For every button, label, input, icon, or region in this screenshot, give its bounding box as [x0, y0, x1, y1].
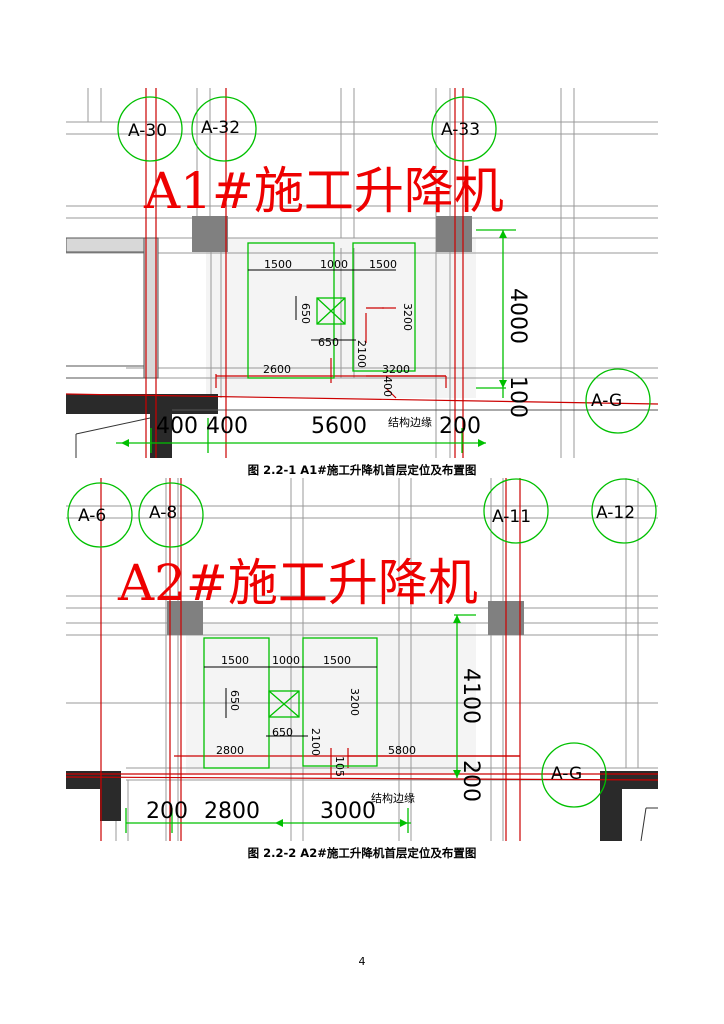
- axis-label-ag: A-G: [551, 764, 582, 784]
- dim-650-vertical: 650: [228, 690, 241, 711]
- dim-650-horizontal: 650: [272, 726, 293, 739]
- wall-right-column: [600, 771, 622, 841]
- axis-bubble-a8: [138, 482, 204, 548]
- figure-a1-hoist-layout: A-30 A-32 A-33 A-G A1#施工升降机 1500 1000 15…: [66, 88, 658, 458]
- axis-bubble-a32: [191, 96, 257, 162]
- page-number: 4: [358, 955, 366, 968]
- dim-1500-left: 1500: [221, 654, 249, 667]
- wall-left-column: [100, 771, 121, 821]
- axis-bubble-ag: [585, 368, 651, 434]
- column-a33: [436, 216, 472, 252]
- dim-bottom-400-b: 400: [206, 414, 248, 439]
- dim-4100: 4100: [458, 668, 483, 724]
- dim-bottom-200: 200: [146, 799, 188, 824]
- dim-3200-vertical: 3200: [348, 688, 361, 716]
- edge-label-a2: 结构边缘: [371, 791, 415, 805]
- hoist-title-a1: A1#施工升降机: [143, 162, 504, 220]
- dim-650-horizontal: 650: [318, 336, 339, 349]
- axis-label-a32: A-32: [201, 118, 240, 138]
- dim-1500-right: 1500: [369, 258, 397, 271]
- dim-2100: 2100: [309, 728, 322, 756]
- dim-200-vertical: 200: [458, 760, 483, 802]
- dim-100: 100: [505, 376, 530, 418]
- dim-bottom-5600: 5600: [311, 414, 367, 439]
- dim-1500-left: 1500: [264, 258, 292, 271]
- dim-3200-vertical: 3200: [401, 303, 414, 331]
- axis-label-a33: A-33: [441, 120, 480, 140]
- column-a32: [192, 216, 228, 252]
- dim-105: 105: [333, 756, 346, 777]
- dim-bottom-2800: 2800: [204, 799, 260, 824]
- caption-figure-2: 图 2.2-2 A2#施工升降机首层定位及布置图: [247, 846, 477, 860]
- axis-bubble-a33: [431, 96, 497, 162]
- axis-label-a30: A-30: [128, 121, 167, 141]
- dim-bottom-200: 200: [439, 414, 481, 439]
- dim-2800: 2800: [216, 744, 244, 757]
- axis-label-ag: A-G: [591, 391, 622, 411]
- dim-2100: 2100: [355, 340, 368, 368]
- column-a8: [167, 601, 203, 635]
- axis-bubble-a11: [483, 478, 549, 544]
- dim-650-vertical: 650: [299, 303, 312, 324]
- dim-400: 400: [381, 376, 394, 397]
- a1-drawing: A-30 A-32 A-33 A-G A1#施工升降机 1500 1000 15…: [66, 88, 658, 458]
- a2-drawing: A-6 A-8 A-11 A-12 A-G A2#施工升降机 1500 1000…: [66, 478, 658, 841]
- axis-bubble-ag: [541, 742, 607, 808]
- figure-a2-hoist-layout: A-6 A-8 A-11 A-12 A-G A2#施工升降机 1500 1000…: [66, 478, 658, 841]
- hoist-cages: [247, 242, 416, 379]
- axis-label-a12: A-12: [596, 503, 635, 523]
- axis-bubble-a12: [591, 478, 657, 544]
- axis-bubble-a6: [67, 482, 133, 548]
- axis-bubble-a30: [117, 96, 183, 162]
- dim-1000: 1000: [272, 654, 300, 667]
- dim-1500-right: 1500: [323, 654, 351, 667]
- hoist-cages: [203, 637, 378, 769]
- edge-label-a1: 结构边缘: [388, 415, 432, 429]
- dim-5800: 5800: [388, 744, 416, 757]
- axis-label-a8: A-8: [149, 503, 177, 523]
- dim-bottom-3000: 3000: [320, 799, 376, 824]
- hatched-wall: [66, 237, 159, 379]
- dim-4000: 4000: [505, 288, 530, 344]
- dim-bottom-400-a: 400: [156, 414, 198, 439]
- caption-figure-1: 图 2.2-1 A1#施工升降机首层定位及布置图: [247, 463, 477, 477]
- hoist-title-a2: A2#施工升降机: [117, 554, 478, 612]
- dim-3200-horizontal: 3200: [382, 363, 410, 376]
- axis-label-a6: A-6: [78, 506, 106, 526]
- wall-left: [66, 394, 218, 414]
- axis-label-a11: A-11: [492, 507, 531, 527]
- dim-2600: 2600: [263, 363, 291, 376]
- dim-1000: 1000: [320, 258, 348, 271]
